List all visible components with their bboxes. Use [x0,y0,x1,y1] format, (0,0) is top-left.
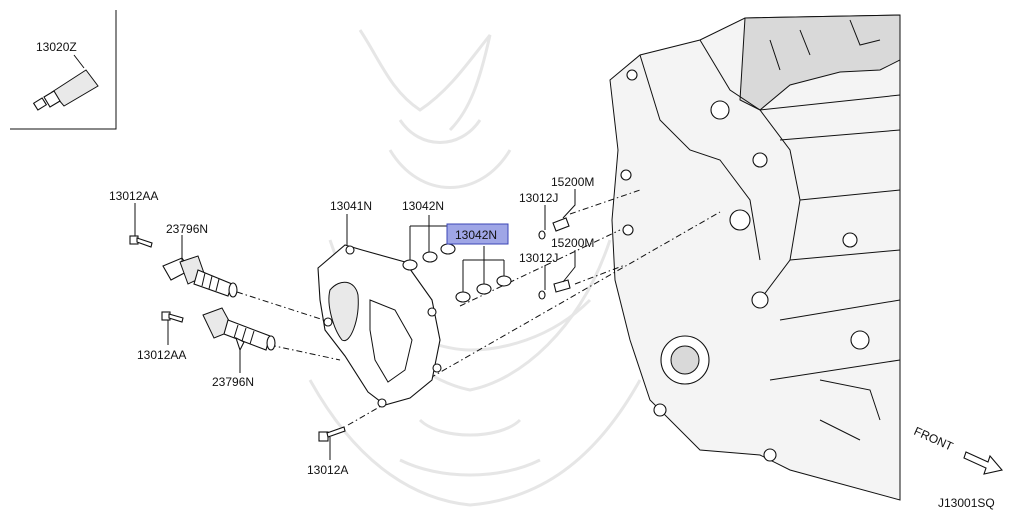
label-15200m-bottom: 15200M [551,236,594,250]
label-15200m-top: 15200M [551,175,594,189]
bolt-13012aa-top [129,235,153,248]
label-13012j-top: 13012J [519,191,558,205]
bolt-13012a-bottom [318,426,346,442]
label-13012aa-mid: 13012AA [137,348,186,362]
plug-15200m-top [538,217,570,240]
leader-lines [134,189,576,460]
engine-block [609,14,901,501]
label-13020z: 13020Z [36,40,77,54]
plug-15200m-bottom [538,279,571,300]
label-23796n-top: 23796N [166,222,208,236]
front-indicator: FRONT [912,424,1004,475]
front-label: FRONT [912,424,956,454]
label-13041n: 13041N [330,199,372,213]
label-13042n-top: 13042N [402,199,444,213]
sealant-tube-icon [32,69,99,111]
solenoid-top [162,255,238,298]
sealant-inset: 13020Z [10,10,117,130]
cover-13041n [317,244,442,408]
label-13012a: 13012A [307,463,348,477]
diagram-code: J13001SQ [938,496,995,510]
seals-13042n-top [402,243,456,271]
solenoid-bottom [202,307,276,352]
label-23796n-bottom: 23796N [212,375,254,389]
highlight-13042n[interactable]: 13042N [446,223,509,245]
label-13012aa-top: 13012AA [109,189,158,203]
front-arrow-icon [963,451,1004,475]
label-13012j-bottom: 13012J [519,251,558,265]
label-13042n-highlighted: 13042N [455,228,497,242]
bolt-13012aa-mid [161,311,184,323]
